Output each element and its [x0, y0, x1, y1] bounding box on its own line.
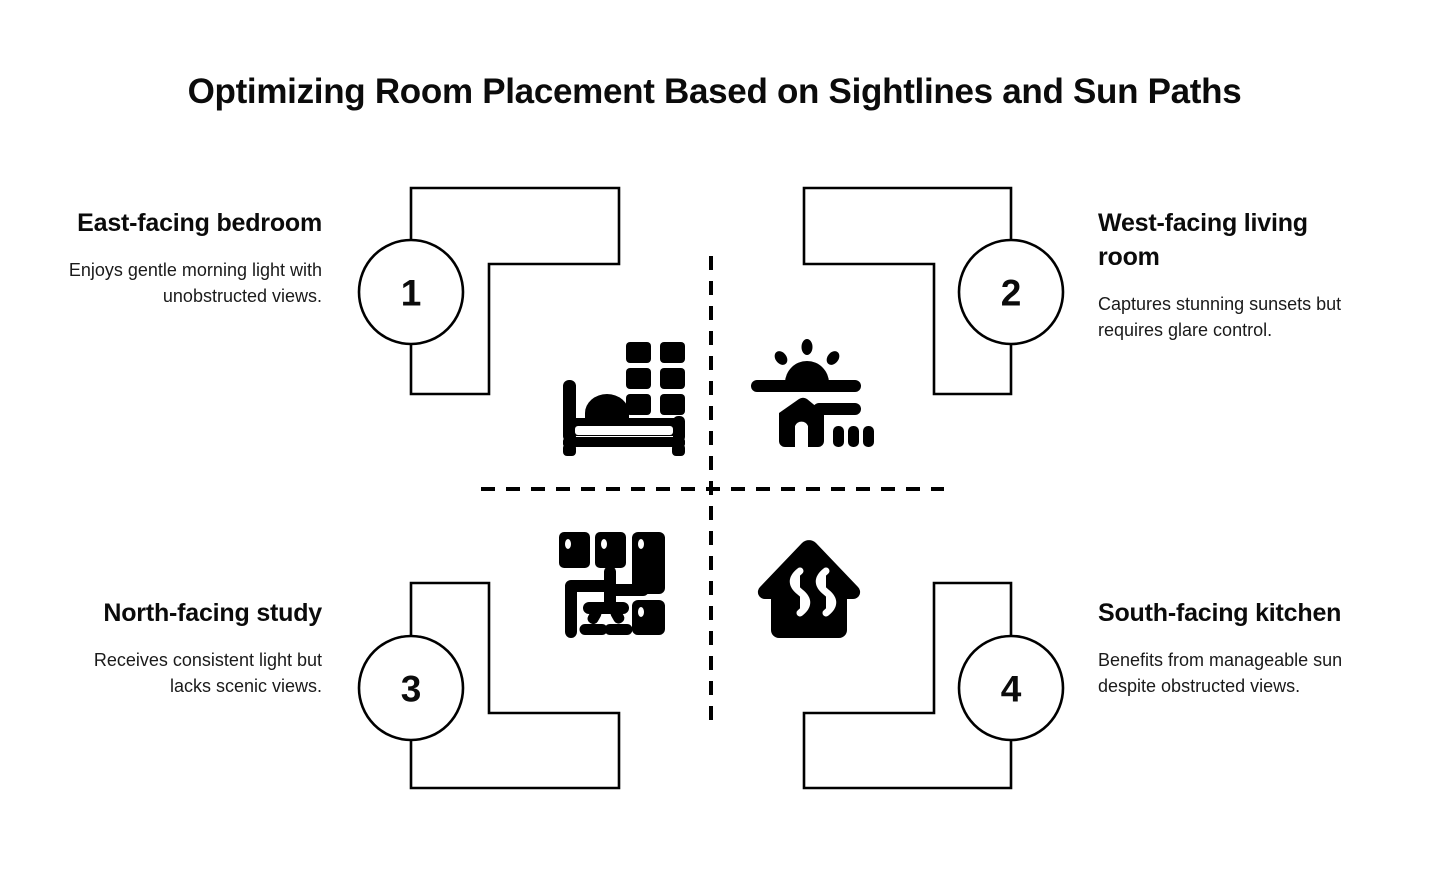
quadrant-4-text: South-facing kitchen Benefits from manag… [1098, 596, 1363, 699]
quadrant-1-text: East-facing bedroom Enjoys gentle mornin… [57, 206, 322, 309]
badge-2-number: 2 [1001, 273, 1022, 314]
badge-3: 3 [357, 634, 465, 742]
sunset-house-icon [751, 339, 874, 447]
quadrant-2-heading: West-facing living room [1098, 209, 1308, 271]
badge-1-circle [357, 238, 465, 346]
quadrant-4-body: Benefits from manageable sun despite obs… [1098, 650, 1343, 697]
page-title: Optimizing Room Placement Based on Sight… [187, 72, 1242, 111]
quadrant-2-body: Captures stunning sunsets but requires g… [1098, 294, 1342, 341]
badge-4-circle [957, 634, 1065, 742]
badge-2: 2 [957, 238, 1065, 346]
desk-chair-icon [559, 532, 665, 638]
badge-2-circle [957, 238, 1065, 346]
badge-3-number: 3 [401, 669, 422, 710]
quadrant-3-heading: North-facing study [103, 599, 322, 627]
badge-1-number: 1 [401, 273, 422, 314]
house-heat-icon [757, 540, 861, 638]
room-outline-2 [802, 186, 1013, 396]
quadrant-1-body: Enjoys gentle morning light with unobstr… [68, 260, 322, 307]
quadrant-2-text: West-facing living room Captures stunnin… [1098, 206, 1363, 343]
badge-3-circle [357, 634, 465, 742]
quadrant-1-heading: East-facing bedroom [77, 209, 322, 237]
quadrant-4-heading: South-facing kitchen [1098, 599, 1342, 627]
room-outline-3 [409, 581, 621, 790]
badge-4: 4 [957, 634, 1065, 742]
quadrant-3-text: North-facing study Receives consistent l… [57, 596, 322, 699]
badge-4-number: 4 [1001, 669, 1022, 710]
room-outline-4 [802, 581, 1013, 790]
room-outline-1 [409, 186, 621, 396]
bed-icon [563, 342, 685, 456]
badge-1: 1 [357, 238, 465, 346]
quadrant-3-body: Receives consistent light but lacks scen… [93, 650, 322, 697]
